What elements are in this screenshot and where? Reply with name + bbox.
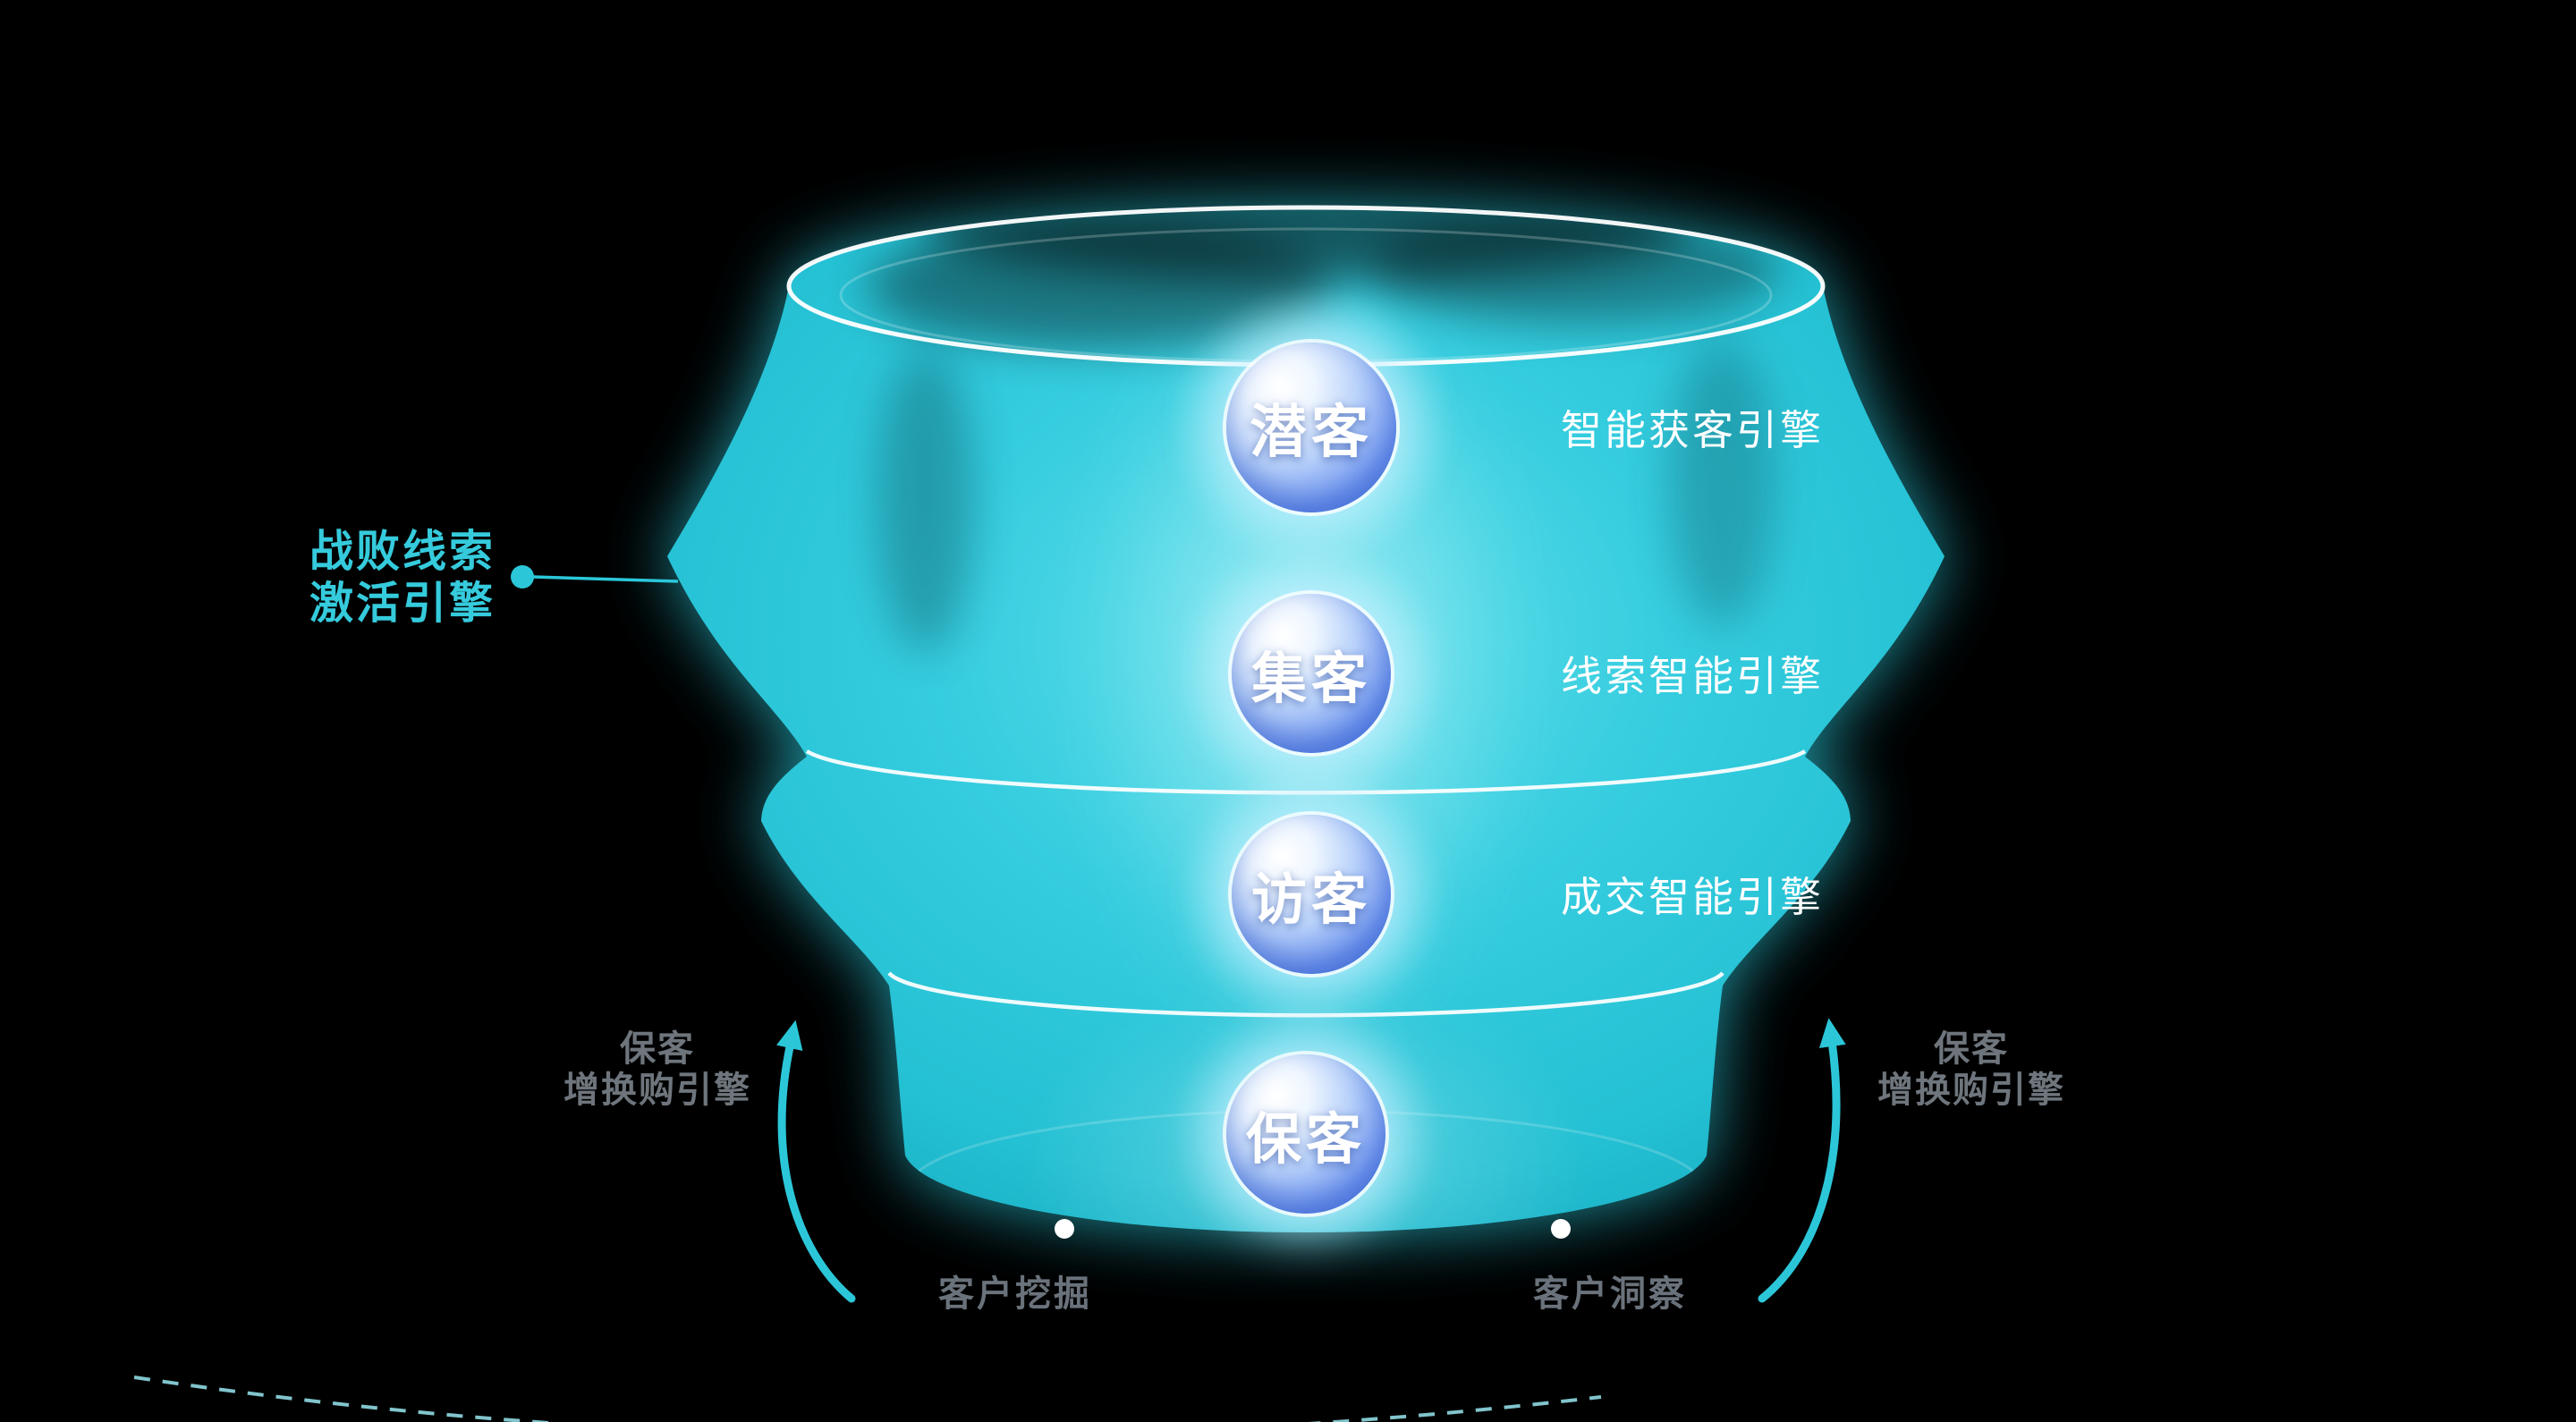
- tier-separator-2: [887, 971, 1724, 1018]
- wall-shadow-right: [1668, 340, 1775, 626]
- retention-left-line2: 增换购引擎: [564, 1070, 751, 1111]
- vortex-shadow-3: [1368, 213, 1780, 324]
- stage-badge-visitors: 访客: [1232, 815, 1391, 974]
- lost-leads-callout-line2: 激活引擎: [309, 578, 496, 629]
- retention-right-line1: 保客: [1934, 1028, 2009, 1070]
- tier-separator-1: [805, 749, 1807, 795]
- funnel-interior-shading: [868, 207, 1780, 1233]
- engine-label-deal-intelligence: 成交智能引擎: [1561, 873, 1824, 921]
- lost-leads-callout: 战败线索 激活引擎: [224, 526, 581, 630]
- right-curved-arrow: [1758, 1018, 1846, 1303]
- stage-badge-prospects: 潜客: [1226, 343, 1396, 512]
- retention-engine-label-left: 保客 增换购引擎: [479, 1028, 836, 1111]
- retention-engine-label-right: 保客 增换购引擎: [1792, 1028, 2150, 1111]
- orbit-dashed-arc: [133, 1375, 1602, 1422]
- wall-shadow-left: [877, 349, 975, 653]
- left-curved-arrow: [776, 1020, 856, 1303]
- callout-dot: [511, 565, 534, 588]
- stage-badge-leads: 集客: [1232, 594, 1391, 753]
- mining-dot: [1055, 1219, 1074, 1239]
- callout-line: [532, 575, 679, 583]
- retention-right-line2: 增换购引擎: [1877, 1070, 2065, 1111]
- customer-insight-label: 客户洞察: [1533, 1274, 1687, 1315]
- engine-label-acquisition: 智能获客引擎: [1561, 406, 1824, 454]
- lost-leads-callout-line1: 战败线索: [309, 526, 496, 577]
- insight-dot: [1551, 1219, 1571, 1239]
- retention-left-line1: 保客: [620, 1028, 695, 1070]
- vortex-shadow-2: [868, 224, 1333, 349]
- engine-label-lead-intelligence: 线索智能引擎: [1561, 652, 1824, 700]
- stage-badge-retained: 保客: [1226, 1054, 1385, 1214]
- customer-mining-label: 客户挖掘: [938, 1274, 1092, 1315]
